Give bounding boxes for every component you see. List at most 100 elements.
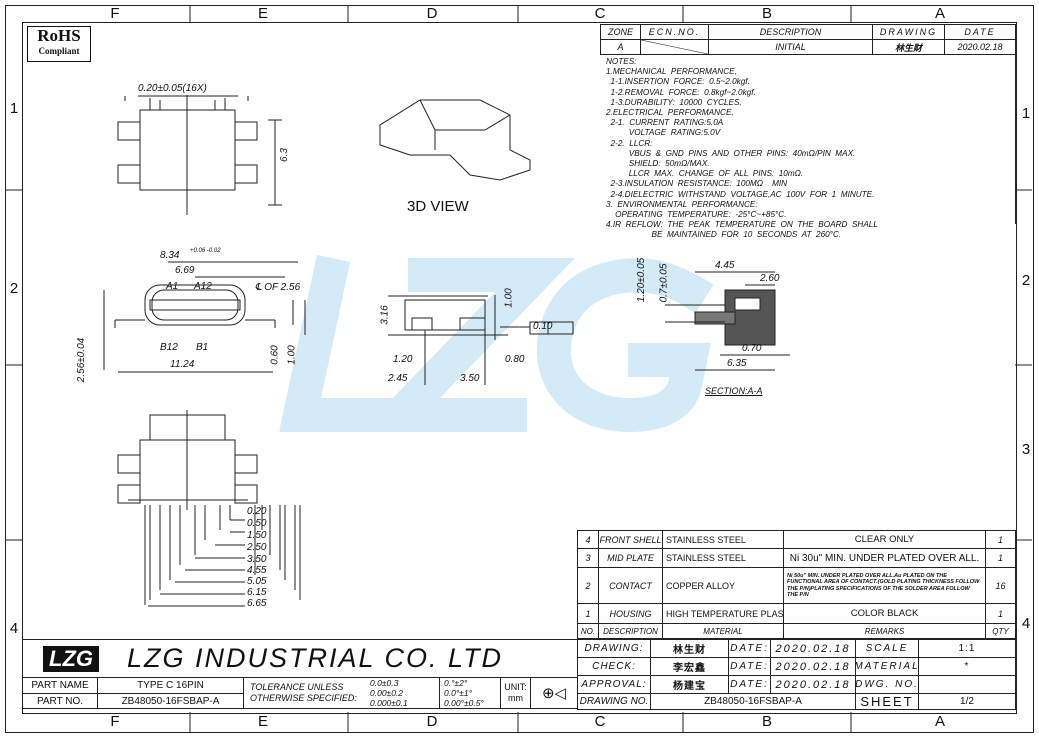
- dim-pin: 1.50: [247, 530, 267, 541]
- zone-col: C: [594, 713, 606, 730]
- flatness-tolerance: 0.10: [533, 321, 553, 332]
- bom-header-qty: QTY: [985, 623, 1016, 639]
- title-drawing_label: DRAWING:: [577, 639, 651, 658]
- title-material: *: [918, 657, 1016, 676]
- rev-header-zone: ZONE: [600, 24, 641, 40]
- dim-pin: 3.50: [247, 554, 267, 565]
- dim-side-245: 2.45: [388, 373, 408, 384]
- bom-desc: MID PLATE: [598, 548, 663, 568]
- title-material_label: MATERIAL: [855, 657, 919, 676]
- unit-block: UNIT:mm: [500, 677, 531, 709]
- title-dwg-no-value: [918, 675, 1016, 694]
- ang-2: 0.0°±1°: [444, 688, 473, 698]
- bom-no: 2: [577, 567, 599, 604]
- dim-shell-tolerance: +0.06 -0.02: [190, 248, 221, 254]
- view-label-section: SECTION:A-A: [705, 386, 763, 396]
- bom-remarks: COLOR BLACK: [783, 603, 986, 624]
- zone-col: A: [934, 713, 945, 730]
- pin-label-b12: B12: [160, 342, 178, 353]
- rohs-compliant: Compliant: [38, 46, 80, 56]
- dim-side-316: 3.16: [379, 305, 391, 325]
- zone-col: D: [426, 713, 438, 730]
- zone-col: F: [110, 713, 120, 730]
- part-no-label: PART NO.: [22, 693, 98, 709]
- rev-header-drawing: DRAWING: [872, 24, 945, 40]
- zone-col: E: [257, 713, 268, 730]
- zone-col: A: [934, 5, 945, 22]
- dim-section-07: 0.7±0.05: [658, 263, 670, 303]
- dim-pin: 4.55: [247, 565, 267, 576]
- bom-header-desc: DESCRIPTION: [598, 623, 663, 639]
- zone-row: 4: [9, 620, 19, 637]
- part-name-value: TYPE C 16PIN: [97, 677, 244, 694]
- zone-row: 3: [1021, 441, 1031, 458]
- title-check_label: CHECK:: [577, 657, 651, 676]
- dim-100: 1.00: [286, 345, 298, 365]
- bom-desc: CONTACT: [598, 567, 663, 604]
- pin-label-b1: B1: [196, 342, 209, 353]
- bom-remarks: Ni 50u" MIN. UNDER PLATED OVER ALL.Au PL…: [783, 567, 986, 604]
- rohs-text: RoHS: [37, 26, 81, 45]
- title-sheet: 1/2: [918, 693, 1016, 710]
- tol-2: 0.00±0.2: [370, 688, 404, 698]
- zone-col: B: [761, 5, 772, 22]
- zone-row: 1: [9, 100, 19, 117]
- bom-header-remarks: REMARKS: [783, 623, 986, 639]
- dim-pin-pitch: 0.20±0.05(16X): [138, 83, 207, 94]
- dim-section-260: 2.60: [760, 273, 780, 284]
- title-scale: 1:1: [918, 639, 1016, 658]
- bom-material: STAINLESS STEEL: [662, 548, 784, 568]
- bom-qty: 16: [985, 567, 1016, 604]
- tolerance-label-2: OTHERWISE SPECIFIED:: [250, 693, 357, 703]
- bom-qty: 1: [985, 548, 1016, 568]
- bom-no: 4: [577, 530, 599, 549]
- dim-side-350: 3.50: [460, 373, 480, 384]
- bom-material: COPPER ALLOY: [662, 567, 784, 604]
- dim-pin: 6.15: [247, 587, 267, 598]
- zone-col: E: [257, 5, 268, 22]
- title-sheet-label: SHEET: [855, 693, 919, 710]
- title-approval: 杨建宝: [650, 675, 729, 694]
- angular-tolerances: 0.°±2°0.0°±1°0.00°±0.5°: [439, 677, 501, 709]
- zone-row: 2: [9, 280, 19, 297]
- bom-desc: FRONT SHELL: [598, 530, 663, 549]
- title-drawing-no: ZB48050-16FSBAP-A: [650, 693, 856, 710]
- rohs-badge: RoHS Compliant: [27, 26, 91, 62]
- part-name-label: PART NAME: [22, 677, 98, 694]
- pin-label-a1: A1: [166, 281, 179, 292]
- dim-060: 0.60: [269, 345, 281, 365]
- title-date_label: DATE:: [728, 657, 771, 676]
- rev-zone: A: [600, 39, 641, 55]
- zone-col: B: [761, 713, 772, 730]
- bom-material: HIGH TEMPERATURE PLASTIC: [662, 603, 784, 624]
- outer-border: [5, 5, 1034, 733]
- dim-overall-width: 11.24: [170, 359, 195, 370]
- title-date: 2020.02.18: [770, 675, 856, 694]
- unit-label: UNIT:: [504, 682, 527, 692]
- zone-row: 4: [1021, 615, 1031, 632]
- dim-side-100: 1.00: [503, 288, 515, 308]
- dim-overall-height: 2.56±0.04: [76, 337, 88, 383]
- company-logo: LZG: [43, 645, 99, 672]
- title-scale_label: SCALE: [855, 639, 919, 658]
- zone-col: F: [110, 5, 120, 22]
- dim-pin: 0.20: [247, 506, 267, 517]
- rev-ecn: [640, 39, 709, 55]
- zone-col: D: [426, 5, 438, 22]
- title-dwg_label: DWG. NO.: [855, 675, 919, 694]
- dim-side-120: 1.20: [393, 354, 413, 365]
- title-date_label: DATE:: [728, 675, 771, 694]
- dim-section-070: 0.70: [742, 343, 762, 354]
- unit-value: mm: [508, 693, 523, 703]
- bom-header-no: NO.: [577, 623, 599, 639]
- tol-1: 0.0±0.3: [370, 678, 399, 688]
- dim-shell-width: 8.34: [160, 250, 180, 261]
- dim-section-635: 6.35: [727, 358, 747, 369]
- zone-row: 1: [1021, 105, 1031, 122]
- bom-qty: 1: [985, 603, 1016, 624]
- company-name: LZG INDUSTRIAL CO. LTD: [127, 643, 504, 673]
- ang-1: 0.°±2°: [444, 678, 468, 688]
- dim-inner-width: 6.69: [175, 265, 195, 276]
- dim-side-080: 0.80: [505, 354, 525, 365]
